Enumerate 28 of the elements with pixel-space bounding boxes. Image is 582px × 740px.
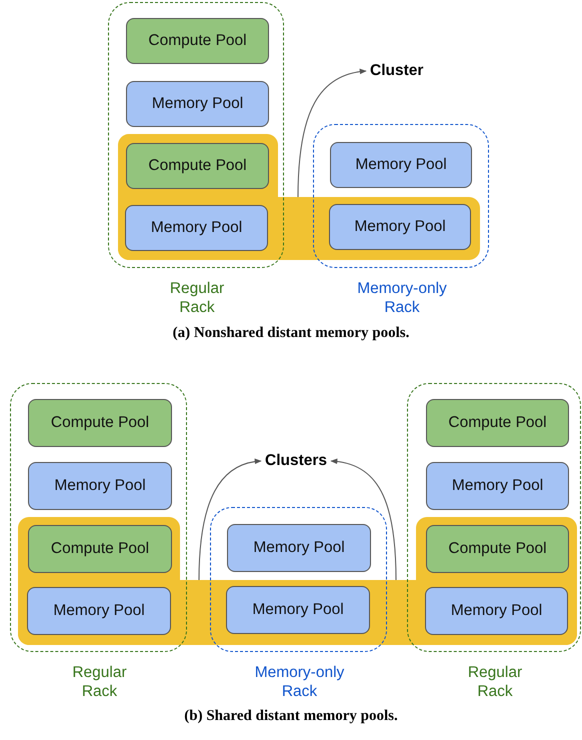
rack-label: Memory-only Rack bbox=[356, 279, 448, 317]
figure-caption: (a) Nonshared distant memory pools. bbox=[172, 325, 410, 341]
arrow bbox=[298, 69, 367, 198]
rack-label: Regular Rack bbox=[71, 663, 128, 701]
memory-pool-box: Memory Pool bbox=[27, 587, 171, 635]
compute-pool-box: Compute Pool bbox=[28, 525, 172, 573]
memory-pool-box: Memory Pool bbox=[330, 142, 472, 188]
figure-caption: (b) Shared distant memory pools. bbox=[184, 708, 398, 724]
rack-label: Regular Rack bbox=[168, 279, 226, 317]
compute-pool-box: Compute Pool bbox=[426, 399, 569, 447]
compute-pool-box: Compute Pool bbox=[126, 18, 269, 64]
memory-pool-box: Memory Pool bbox=[426, 462, 569, 510]
compute-pool-box: Compute Pool bbox=[28, 399, 172, 447]
compute-pool-box: Compute Pool bbox=[126, 143, 269, 189]
memory-pool-box: Memory Pool bbox=[226, 586, 370, 634]
rack-label: Regular Rack bbox=[466, 663, 524, 701]
memory-pool-box: Memory Pool bbox=[329, 204, 471, 250]
arrow bbox=[198, 459, 262, 580]
memory-pool-box: Memory Pool bbox=[125, 205, 268, 251]
memory-pool-box: Memory Pool bbox=[28, 462, 172, 510]
memory-pool-box: Memory Pool bbox=[425, 587, 568, 635]
arrow bbox=[330, 458, 396, 580]
memory-pool-box: Memory Pool bbox=[227, 524, 371, 572]
compute-pool-box: Compute Pool bbox=[426, 525, 569, 573]
rack-label: Memory-only Rack bbox=[254, 663, 346, 701]
cluster-label: Clusters bbox=[265, 452, 328, 470]
memory-pool-box: Memory Pool bbox=[126, 81, 269, 127]
cluster-label: Cluster bbox=[370, 62, 424, 80]
